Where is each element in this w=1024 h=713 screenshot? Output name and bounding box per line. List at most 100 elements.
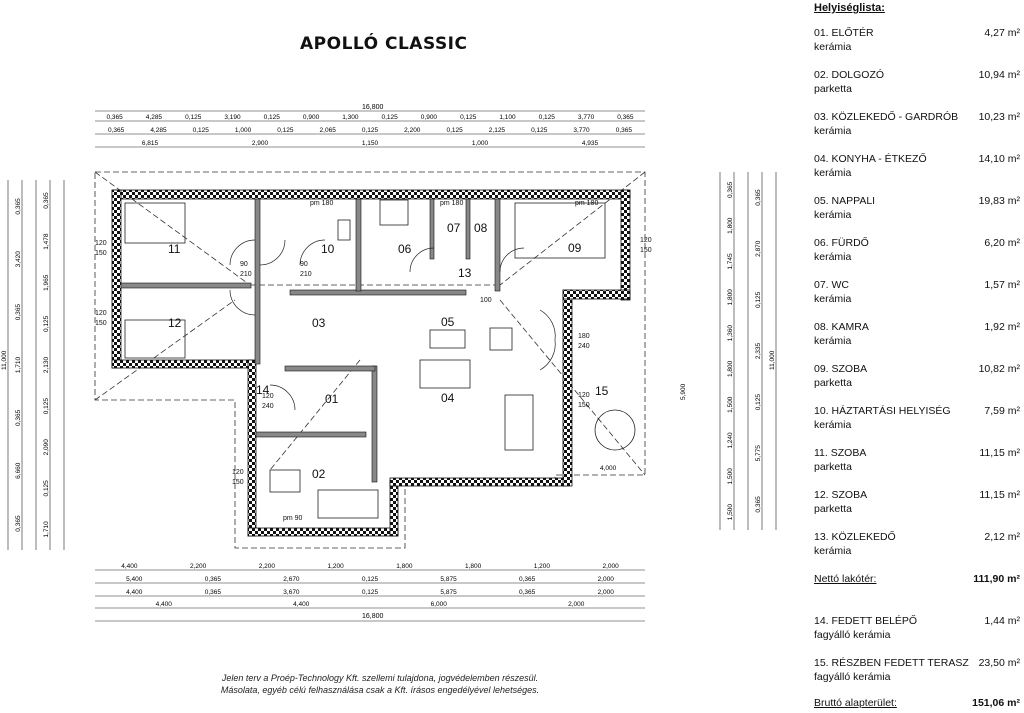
left-dimension-lines [7,180,65,550]
dimension-value: 2,670 [283,576,300,583]
room-entry: 01. ELŐTÉR kerámia 4,27 m² [814,27,1020,59]
room-floor: kerámia [814,335,852,347]
room-area: 7,59 m² [984,405,1020,417]
room-name: 13. KÖZLEKEDŐ [814,531,896,543]
dimension-value: 2,200 [190,563,207,570]
opening-label: pm 180 [575,200,598,207]
room-area: 11,15 m² [979,489,1020,501]
room-entry: 03. KÖZLEKEDŐ - GARDRÓB kerámia 10,23 m² [814,111,1020,143]
room-floor: kerámia [814,293,852,305]
copyright-line-1: Jelen terv a Proép-Technology Kft. szell… [221,673,539,683]
dimension-value: 4,400 [126,589,143,596]
opening-label: pm 180 [440,200,463,207]
room-name: 02. DOLGOZÓ [814,69,885,81]
room-floor: kerámia [814,209,852,221]
copyright-line-2: Másolata, egyéb célú felhasználása csak … [220,685,540,695]
room-number-09: 09 [568,241,582,255]
dimension-value: 2,000 [602,563,619,570]
dimension-value: 0,125 [460,114,477,121]
dimension-value: 2,090 [43,439,50,456]
dimension-value: 1,800 [727,217,734,234]
right-dimension-lines [719,172,777,530]
room-floor: parketta [814,503,852,515]
dimension-value: 6,000 [431,601,448,608]
dimension-value: 4,400 [293,601,310,608]
room-entry: 07. WC kerámia 1,57 m² [814,279,1020,311]
dimension-value: 0,125 [43,315,50,332]
dimension-value: 0,365 [755,496,762,513]
room-entry: 14. FEDETT BELÉPŐ fagyálló kerámia 1,44 … [814,615,1020,647]
dimension-value: 1,300 [342,114,359,121]
dimension-value: 0,365 [107,114,124,121]
room-number-14: 14 [256,383,270,397]
opening-label: pm 90 [283,515,303,522]
opening-label: 180 [578,333,590,340]
opening-label: 210 [240,271,252,278]
opening-label: 90 [300,261,308,268]
opening-label: 120 [95,240,107,247]
room-area: 6,20 m² [984,237,1020,249]
dimension-value: 1,500 [727,396,734,413]
room-name: 15. RÉSZBEN FEDETT TERASZ [814,657,969,669]
room-name: 01. ELŐTÉR [814,27,874,39]
opening-label: 120 [95,310,107,317]
dimension-value: 0,125 [362,589,379,596]
room-name: 08. KAMRA [814,321,869,333]
exterior-walls [111,189,631,537]
dimension-value: 0,365 [15,515,22,532]
room-name: 14. FEDETT BELÉPŐ [814,615,918,627]
dimension-value: 4,935 [582,140,599,147]
opening-label: 90 [240,261,248,268]
room-number-02: 02 [312,467,326,481]
dimension-value: 0,125 [193,127,210,134]
dimension-value: 0,125 [446,127,463,134]
gross-area-label: Bruttó alapterület: [814,697,897,709]
plan-title: APOLLÓ CLASSIC [300,34,468,54]
dimension-value: 1,360 [727,325,734,342]
bottom-dimension-lines [95,569,645,622]
gross-area-line: Bruttó alapterület: 151,06 m² [814,697,1020,713]
opening-label: 120 [640,237,652,244]
room-floor: kerámia [814,419,852,431]
dimension-value: 0,365 [108,127,125,134]
dimension-value: 1,150 [362,140,379,147]
room-entry: 08. KAMRA kerámia 1,92 m² [814,321,1020,353]
dimension-value: 0,125 [539,114,556,121]
room-floor: fagyálló kerámia [814,629,891,641]
room-entry: 10. HÁZTARTÁSI HELYISÉG kerámia 7,59 m² [814,405,1020,437]
room-area: 1,44 m² [984,615,1020,627]
net-area-value: 111,90 m² [973,573,1020,585]
opening-label: 150 [95,320,107,327]
room-name: 03. KÖZLEKEDŐ - GARDRÓB [814,111,959,123]
room-name: 10. HÁZTARTÁSI HELYISÉG [814,405,951,417]
opening-label: 210 [300,271,312,278]
dimension-value: 1,000 [235,127,252,134]
opening-label: 150 [95,250,107,257]
dimension-value: 4,285 [146,114,163,121]
opening-label: 150 [640,247,652,254]
dimension-value: 3,670 [283,589,300,596]
room-area: 1,92 m² [984,321,1020,333]
room-floor: kerámia [814,41,852,53]
dimension-value: 2,900 [252,140,269,147]
opening-label: 120 [262,393,274,400]
dimension-value: 1,965 [43,274,50,291]
opening-label: pm 180 [310,200,333,207]
room-number-06: 06 [398,242,412,256]
dimension-value: 6,660 [15,462,22,479]
dimension-height-right: 11,000 [769,350,776,370]
room-floor: kerámia [814,125,852,137]
dimension-value: 0,365 [15,198,22,215]
dimension-value: 0,365 [616,127,633,134]
gross-area-value: 151,06 m² [972,697,1020,709]
dimension-column-left-2: 0,3651,4781,9650,1252,1300,1252,0900,125… [43,192,50,538]
dimension-value: 0,125 [362,576,379,583]
dimension-value: 1,200 [534,563,551,570]
dimension-value: 4,285 [150,127,167,134]
opening-label: 150 [232,479,244,486]
room-entry: 09. SZOBA parketta 10,82 m² [814,363,1020,395]
top-dimension-lines [95,110,645,148]
dimension-value: 0,900 [303,114,320,121]
